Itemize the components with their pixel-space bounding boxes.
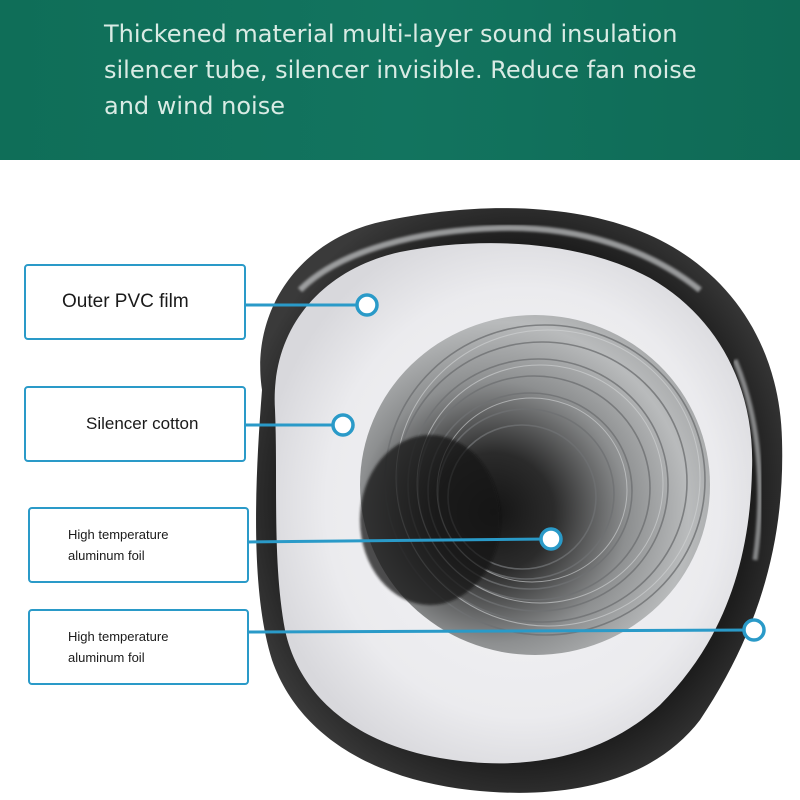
label-silencer-cotton: Silencer cotton xyxy=(24,386,246,462)
label-high-temp-foil-1: High temperature aluminum foil xyxy=(28,507,249,583)
header-banner: Thickened material multi-layer sound ins… xyxy=(0,0,800,160)
label-line-2: aluminum foil xyxy=(68,548,145,563)
label-high-temp-foil-2: High temperature aluminum foil xyxy=(28,609,249,685)
header-title: Thickened material multi-layer sound ins… xyxy=(104,20,697,120)
callout-dot-pvc xyxy=(355,293,379,317)
label-text: Silencer cotton xyxy=(86,414,199,433)
label-outer-pvc-film: Outer PVC film xyxy=(24,264,246,340)
callout-dot-foil-outer xyxy=(742,618,766,642)
callout-dot-cotton xyxy=(331,413,355,437)
callout-dot-foil-inner xyxy=(539,527,563,551)
label-line-1: High temperature xyxy=(68,527,169,542)
label-text: Outer PVC film xyxy=(62,291,189,312)
label-line-1: High temperature xyxy=(68,629,169,644)
product-photo xyxy=(244,208,783,793)
label-line-2: aluminum foil xyxy=(68,650,145,665)
